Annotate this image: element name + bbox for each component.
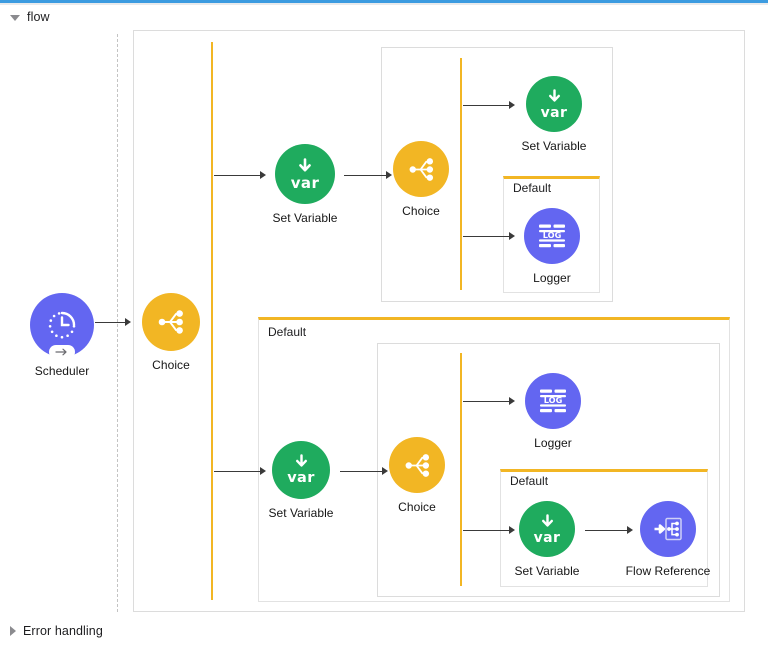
node-set-variable-4[interactable]: var Set Variable xyxy=(514,501,579,578)
set-variable-icon-text: var xyxy=(540,104,568,121)
logger-icon-text: LOG xyxy=(544,395,563,405)
scheduler-arrow-badge xyxy=(49,345,75,359)
node-label-logger-1: Logger xyxy=(533,271,571,285)
logger-icon[interactable]: LOG xyxy=(524,208,580,264)
section-header-flow[interactable]: flow xyxy=(10,10,50,24)
choice-spine-bottom xyxy=(460,353,462,586)
logger-icon[interactable]: LOG xyxy=(525,373,581,429)
source-divider-line xyxy=(117,34,118,612)
node-choice-main[interactable]: Choice xyxy=(142,293,200,372)
connector-spine-to-setvariable-4 xyxy=(463,525,515,535)
scope-label-1: Default xyxy=(513,181,552,195)
connector-spine-to-setvariable-3 xyxy=(214,466,266,476)
triangle-down-icon[interactable] xyxy=(10,15,20,21)
node-set-variable-3[interactable]: var Set Variable xyxy=(268,441,333,520)
node-choice-top[interactable]: Choice xyxy=(393,141,449,218)
connector-spine-to-setvariable-2 xyxy=(463,100,515,110)
scope-label-3: Default xyxy=(510,474,549,488)
node-label-set-variable-4: Set Variable xyxy=(514,564,580,578)
section-label-error-handling: Error handling xyxy=(23,624,103,638)
window-accent-bar xyxy=(0,0,768,3)
node-label-set-variable-2: Set Variable xyxy=(521,139,587,153)
node-label-set-variable-1: Set Variable xyxy=(272,211,338,225)
node-label-scheduler: Scheduler xyxy=(34,364,90,378)
node-label-set-variable-3: Set Variable xyxy=(268,506,334,520)
connector-setvariable-to-choice-1 xyxy=(344,170,392,180)
set-variable-icon-text: var xyxy=(290,173,320,192)
section-header-error-handling[interactable]: Error handling xyxy=(10,624,103,638)
node-label-choice-top: Choice xyxy=(402,204,440,218)
node-logger-1[interactable]: LOG Logger xyxy=(524,208,580,285)
set-variable-icon-text: var xyxy=(533,529,561,546)
section-label-flow: flow xyxy=(27,10,50,24)
connector-scheduler-to-choice xyxy=(95,317,131,327)
choice-branch-icon[interactable] xyxy=(142,293,200,351)
set-variable-icon[interactable]: var xyxy=(272,441,330,499)
choice-branch-icon[interactable] xyxy=(393,141,449,197)
connector-spine-to-logger-1 xyxy=(463,231,515,241)
node-scheduler[interactable]: Scheduler xyxy=(26,293,98,378)
connector-setvariable-to-flowreference xyxy=(585,525,633,535)
scope-label-2: Default xyxy=(268,325,307,339)
node-choice-bottom[interactable]: Choice xyxy=(389,437,445,514)
clock-icon[interactable] xyxy=(30,293,94,359)
node-label-logger-2: Logger xyxy=(534,436,572,450)
connector-setvariable-to-choice-2 xyxy=(340,466,388,476)
set-variable-icon[interactable]: var xyxy=(519,501,575,557)
choice-branch-icon[interactable] xyxy=(389,437,445,493)
connector-spine-to-logger-2 xyxy=(463,396,515,406)
set-variable-icon[interactable]: var xyxy=(275,144,335,204)
set-variable-icon-text: var xyxy=(287,470,315,487)
set-variable-icon[interactable]: var xyxy=(526,76,582,132)
node-logger-2[interactable]: LOG Logger xyxy=(525,373,581,450)
logger-icon-text: LOG xyxy=(543,230,562,240)
choice-spine-main xyxy=(211,42,213,600)
node-flow-reference[interactable]: Flow Reference xyxy=(626,501,710,578)
window-accent-shadow xyxy=(0,3,768,5)
node-label-flow-reference: Flow Reference xyxy=(625,564,711,578)
choice-spine-top xyxy=(460,58,462,290)
node-label-choice-bottom: Choice xyxy=(398,500,436,514)
triangle-right-icon[interactable] xyxy=(10,626,16,636)
flow-reference-icon[interactable] xyxy=(640,501,696,557)
node-set-variable-2[interactable]: var Set Variable xyxy=(521,76,586,153)
connector-spine-to-setvariable-1 xyxy=(214,170,266,180)
node-set-variable-1[interactable]: var Set Variable xyxy=(272,144,338,225)
node-label-choice-main: Choice xyxy=(152,358,190,372)
